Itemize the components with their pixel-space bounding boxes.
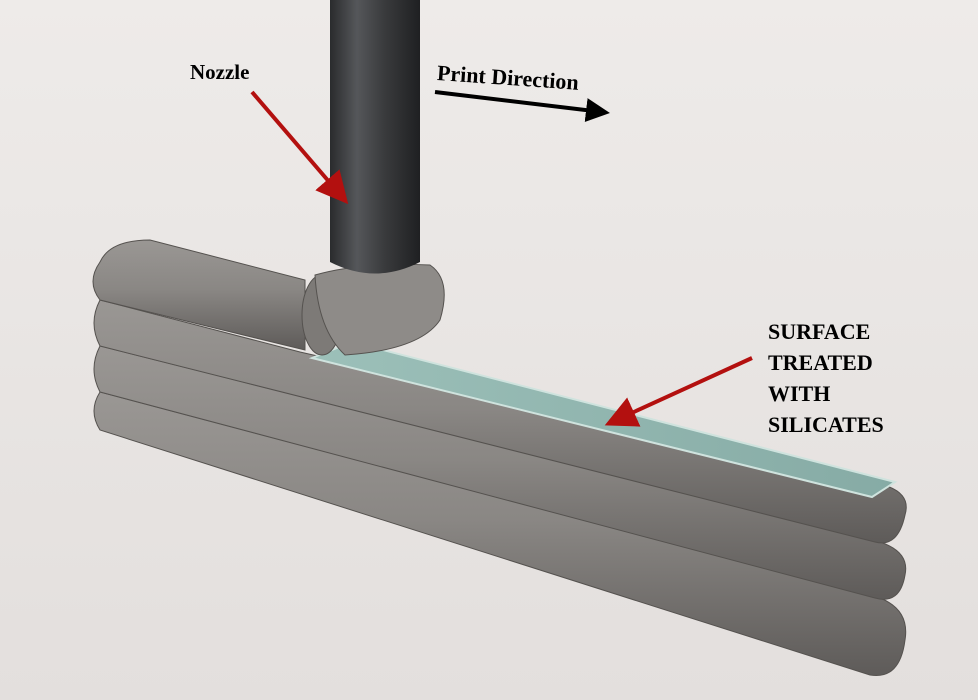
silicates-label-line: TREATED: [768, 350, 873, 375]
silicates-label: SURFACE TREATED WITH SILICATES: [768, 316, 884, 440]
silicates-label-line: SURFACE: [768, 319, 871, 344]
print-layer-treated: [93, 299, 907, 544]
print-direction-arrow: [434, 90, 610, 123]
nozzle: [330, 0, 420, 274]
print-layer-bottom: [93, 391, 907, 677]
nozzle-label: Nozzle: [190, 60, 250, 84]
print-layer-middle: [93, 345, 907, 600]
silicates-label-line: WITH: [768, 381, 831, 406]
nozzle-callout-arrow: [250, 90, 349, 205]
silicates-label-line: SILICATES: [768, 412, 884, 437]
silicates-callout-arrow: [604, 356, 753, 427]
